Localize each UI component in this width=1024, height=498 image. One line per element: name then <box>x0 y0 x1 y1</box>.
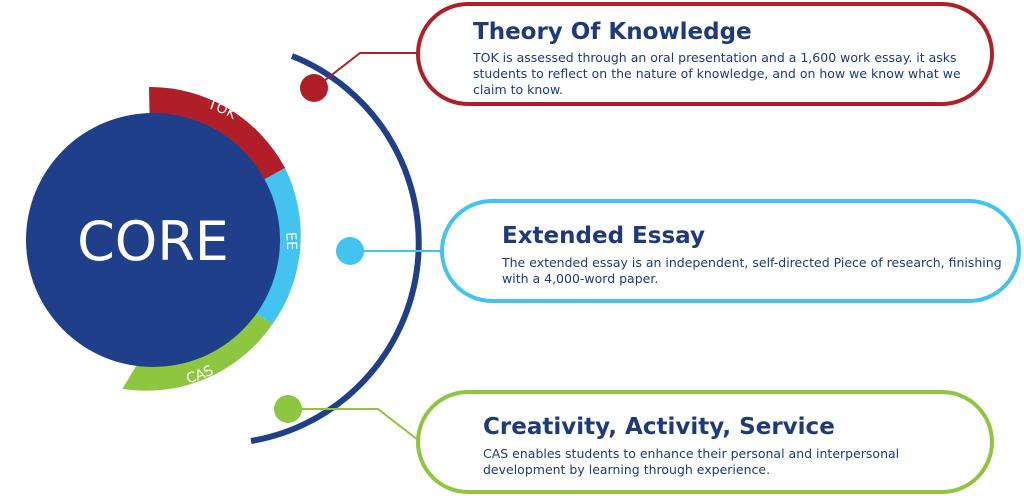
ee-card-title: Extended Essay <box>502 223 705 249</box>
cas-card: Creativity, Activity, Service CAS enable… <box>416 390 994 494</box>
timeline-arc <box>250 53 422 444</box>
tok-card: Theory Of Knowledge TOK is assessed thro… <box>416 2 994 106</box>
ee-card: Extended Essay The extended essay is an … <box>440 199 1021 303</box>
tok-node-dot <box>300 74 328 102</box>
cas-connector-line <box>289 408 419 441</box>
ee-node-dot <box>336 237 364 265</box>
svg-text:EE: EE <box>282 231 299 250</box>
ee-card-description: The extended essay is an independent, se… <box>502 255 1002 286</box>
core-label: CORE <box>77 210 229 273</box>
core-circle <box>26 113 280 367</box>
cas-node-dot <box>274 395 302 423</box>
cas-card-title: Creativity, Activity, Service <box>483 414 835 440</box>
tok-card-title: Theory Of Knowledge <box>473 19 752 45</box>
cas-card-description: CAS enables students to enhance their pe… <box>483 446 900 477</box>
ee-ring-label: EE <box>282 231 299 250</box>
tok-card-description: TOK is assessed through an oral presenta… <box>473 50 961 97</box>
tok-connector-line <box>314 52 418 89</box>
